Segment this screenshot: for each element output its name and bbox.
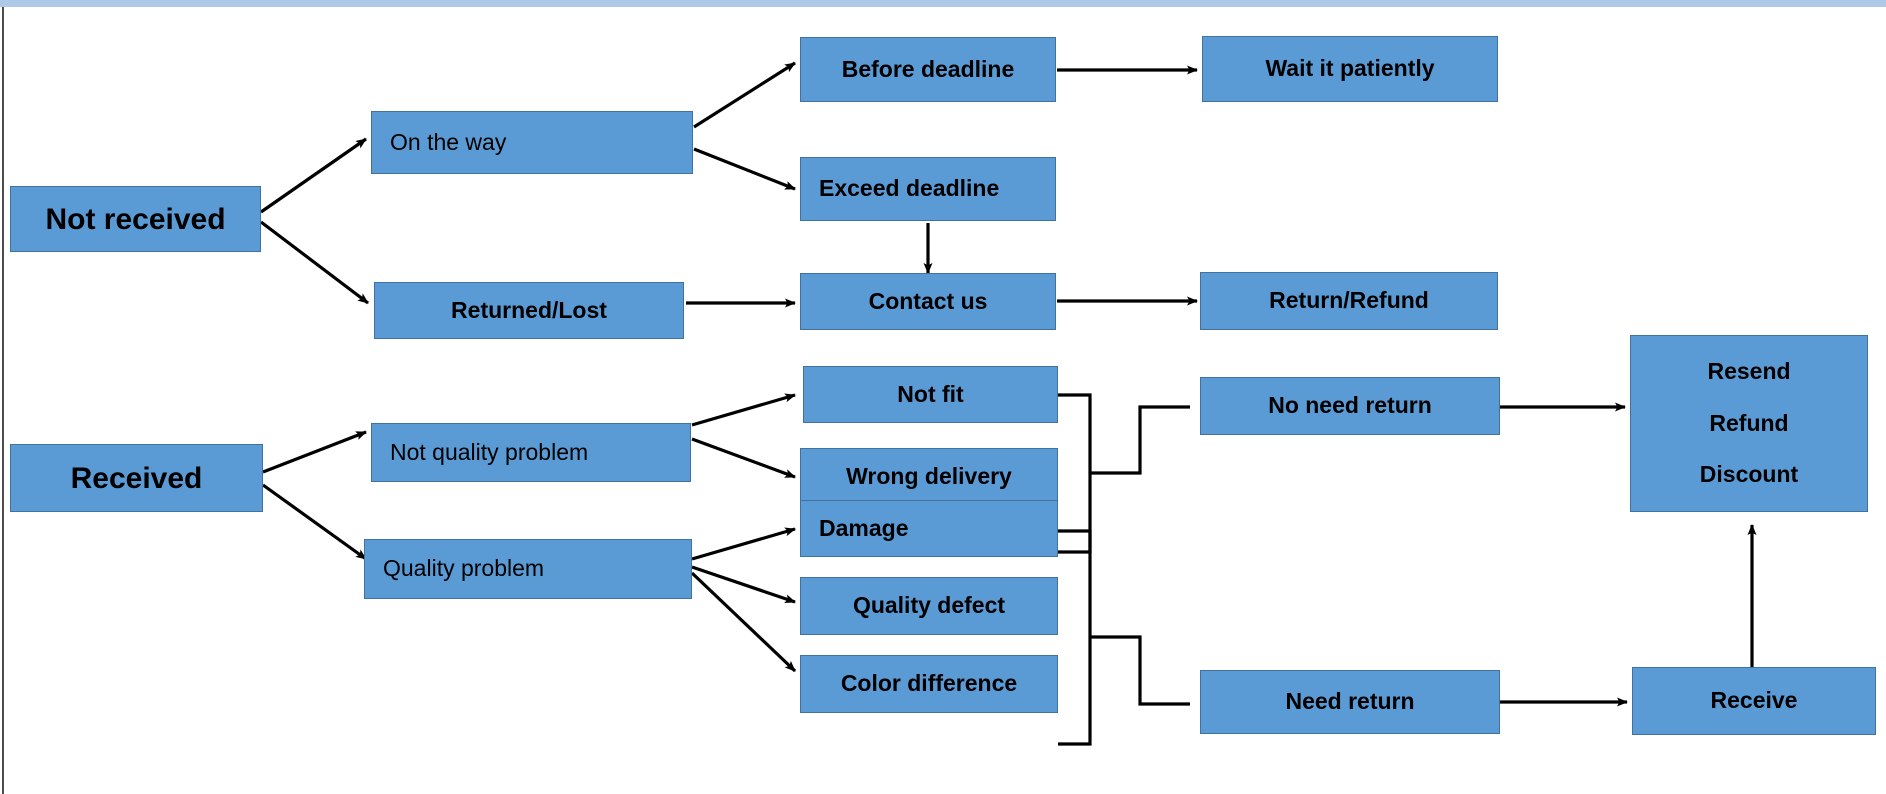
outcome-label-resend: Resend xyxy=(1707,358,1791,385)
edge-received-not-quality xyxy=(262,430,367,474)
node-wait-it-patiently[interactable]: Wait it patiently xyxy=(1202,36,1498,102)
node-damage[interactable]: Damage xyxy=(800,500,1058,557)
edge-not-received-on-the-way xyxy=(260,137,367,214)
node-on-the-way[interactable]: On the way xyxy=(371,111,693,174)
node-returned-lost[interactable]: Returned/Lost xyxy=(374,282,684,339)
edge-quality-problem-color-difference xyxy=(690,571,797,673)
edge-quality-problem-damage xyxy=(691,527,796,561)
node-label: Wrong delivery xyxy=(846,462,1012,489)
node-label: Returned/Lost xyxy=(451,296,607,323)
node-label: Color difference xyxy=(840,670,1018,697)
node-label: Need return xyxy=(1285,688,1415,715)
bus-to-need-return xyxy=(1090,635,1190,706)
node-label: Not quality problem xyxy=(390,438,589,465)
node-wrong-delivery[interactable]: Wrong delivery xyxy=(800,448,1058,505)
diagram-area: Not received Received On the way Returne… xyxy=(0,7,1886,794)
outcome-label-discount: Discount xyxy=(1699,461,1799,488)
node-before-deadline[interactable]: Before deadline xyxy=(800,37,1056,102)
edge-quality-problem-quality-defect xyxy=(691,565,796,604)
node-not-fit[interactable]: Not fit xyxy=(803,366,1058,423)
window-top-bar xyxy=(0,0,1886,7)
node-label: On the way xyxy=(390,128,507,155)
node-return-refund[interactable]: Return/Refund xyxy=(1200,272,1498,330)
node-quality-defect[interactable]: Quality defect xyxy=(800,577,1058,635)
node-label: Receive xyxy=(1710,687,1798,714)
node-label: Not fit xyxy=(897,380,964,407)
outcome-label-refund: Refund xyxy=(1709,409,1789,436)
node-not-received[interactable]: Not received xyxy=(10,186,261,252)
node-label: Return/Refund xyxy=(1269,287,1429,314)
node-label: Before deadline xyxy=(841,55,1015,82)
node-label: Wait it patiently xyxy=(1265,55,1435,82)
window-left-edge xyxy=(2,7,4,794)
edge-received-quality-problem xyxy=(262,483,367,561)
node-received[interactable]: Received xyxy=(10,444,263,512)
node-receive[interactable]: Receive xyxy=(1632,667,1876,735)
edge-on-the-way-exceed-deadline xyxy=(693,147,796,191)
edge-on-the-way-before-deadline xyxy=(693,61,796,129)
node-label: No need return xyxy=(1268,392,1432,419)
bus-quality-group xyxy=(1058,529,1092,746)
edge-not-received-returned-lost xyxy=(260,220,369,305)
bus-not-quality-group xyxy=(1058,393,1092,554)
node-label: Not received xyxy=(45,202,226,236)
node-need-return[interactable]: Need return xyxy=(1200,670,1500,734)
node-not-quality-problem[interactable]: Not quality problem xyxy=(371,423,691,482)
node-no-need-return[interactable]: No need return xyxy=(1200,377,1500,435)
edge-not-quality-wrong-delivery xyxy=(691,437,796,479)
edge-not-quality-not-fit xyxy=(691,393,796,427)
node-label: Received xyxy=(70,461,203,495)
node-label: Contact us xyxy=(868,287,988,314)
node-label: Quality defect xyxy=(852,592,1006,619)
node-label: Damage xyxy=(819,514,909,541)
node-color-difference[interactable]: Color difference xyxy=(800,655,1058,713)
node-quality-problem[interactable]: Quality problem xyxy=(364,539,692,599)
node-outcome-resend-refund-discount[interactable]: Resend Refund Discount xyxy=(1630,335,1868,512)
node-exceed-deadline[interactable]: Exceed deadline xyxy=(800,157,1056,221)
node-contact-us[interactable]: Contact us xyxy=(800,273,1056,330)
node-label: Exceed deadline xyxy=(819,175,1000,202)
node-label: Quality problem xyxy=(383,555,545,582)
bus-to-no-need-return xyxy=(1090,405,1190,475)
